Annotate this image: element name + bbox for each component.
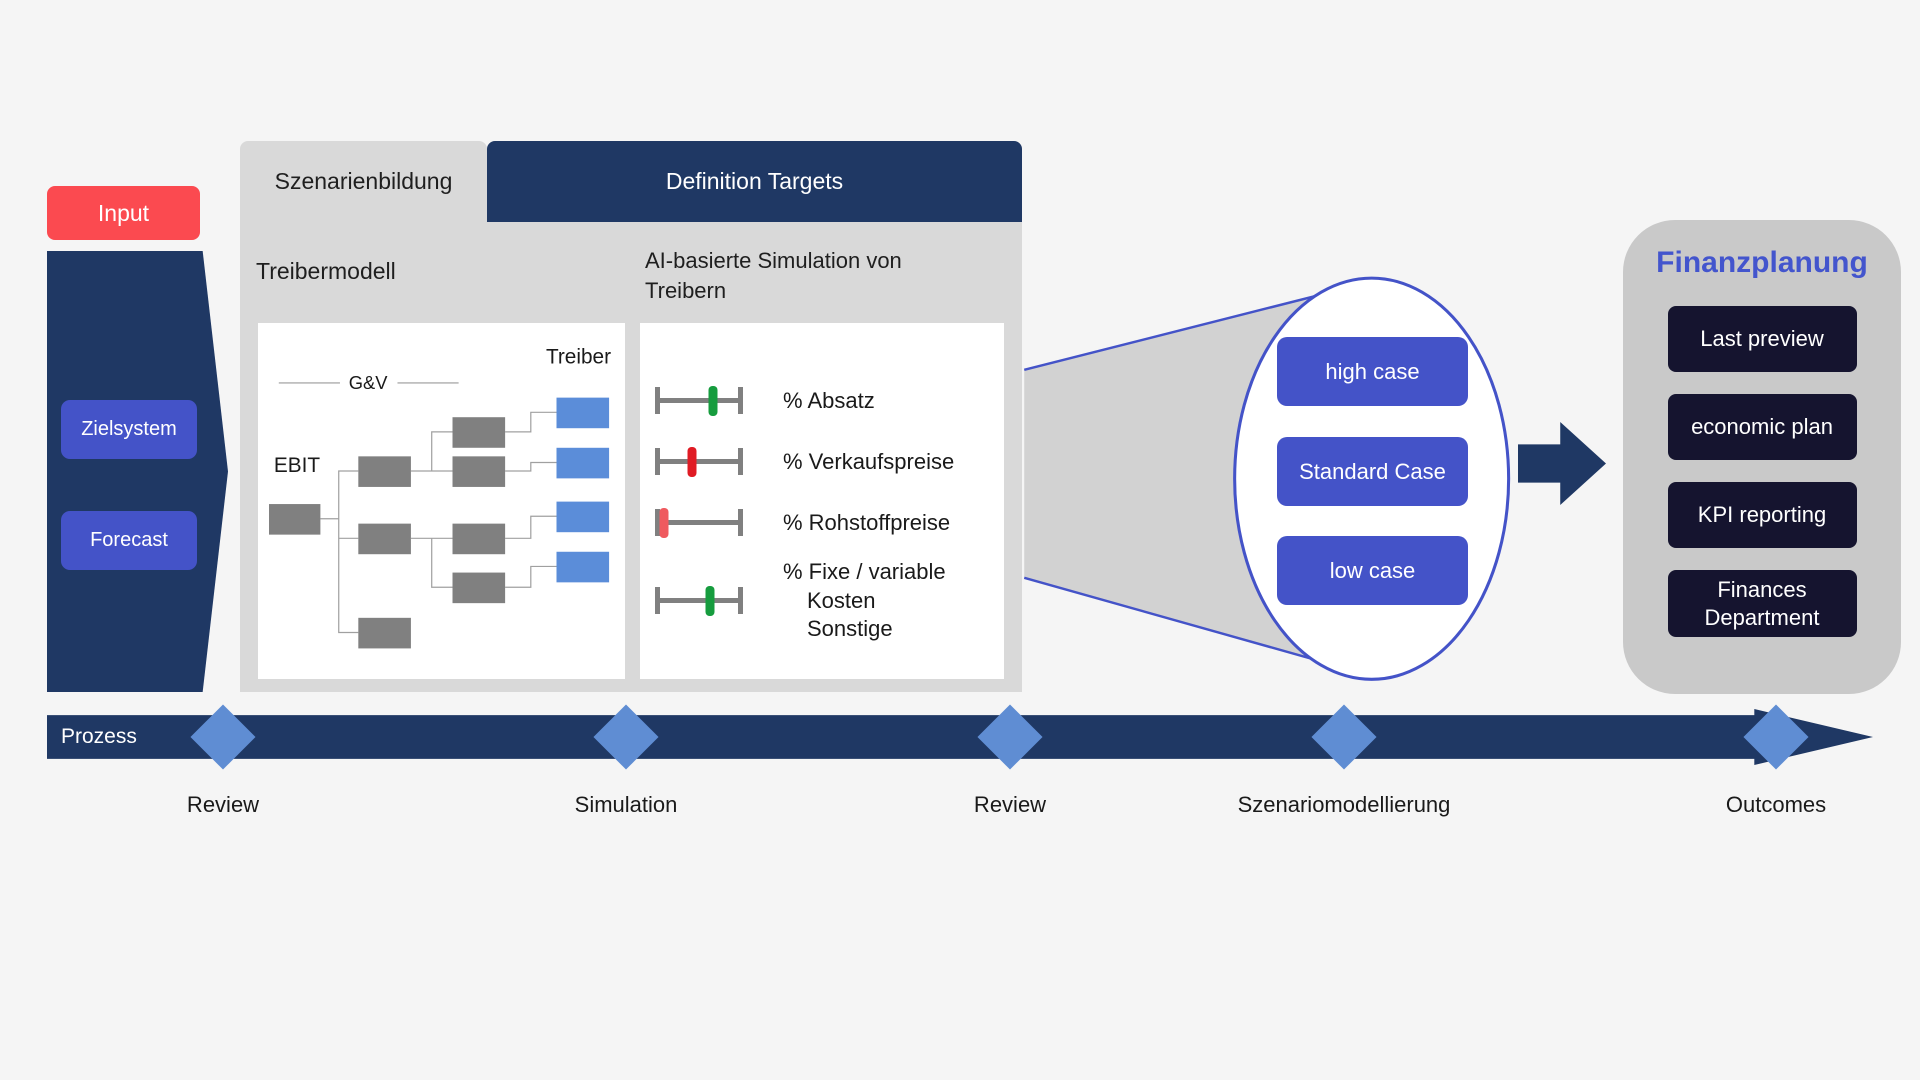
right-arrow-shape (1518, 422, 1606, 505)
milestone-label: Simulation (574, 792, 678, 817)
treibermodell-title: Treibermodell (256, 258, 396, 284)
process-label: Prozess (61, 725, 137, 748)
ebit-label: EBIT (274, 454, 320, 477)
driver-tree-box: Treiber G&V EBIT (258, 323, 625, 679)
input-label-box: Input (47, 186, 200, 240)
simulation-row-label: % Absatz (783, 387, 875, 413)
milestone-label: Review (186, 792, 260, 817)
range-slider-icon (655, 507, 743, 539)
slider-marker (708, 386, 718, 416)
high-case-box: high case (1277, 337, 1468, 406)
standard-case-box: Standard Case (1277, 437, 1468, 506)
economic-plan-box: economic plan (1667, 394, 1857, 460)
milestone-diamond-icon (1311, 704, 1377, 770)
simulation-row: % Absatz (655, 379, 996, 423)
milestone-diamond-icon (190, 704, 256, 770)
finanzplanung-card: Finanzplanung Last preview economic plan… (1623, 220, 1901, 694)
blue-driver-nodes (556, 397, 610, 583)
slider-marker (659, 508, 669, 538)
range-slider-icon (655, 385, 743, 417)
range-slider-icon (655, 446, 743, 478)
finanzplanung-title: Finanzplanung (1656, 246, 1868, 279)
tab-definition-targets: Definition Targets (487, 141, 1022, 222)
finances-department-box: Finances Department (1667, 570, 1857, 637)
simulation-row-label: % Rohstoffpreise (783, 509, 951, 535)
simulation-box: % Absatz % Verkaufspreise % Rohstoffprei… (640, 323, 1004, 679)
simulation-row: % Fixe / variable Kosten Sonstige (655, 555, 996, 647)
simulation-row-label: % Fixe / variable Kosten Sonstige (783, 558, 996, 644)
milestone-diamond-icon (977, 704, 1043, 770)
simulation-row: % Rohstoffpreise (655, 501, 996, 545)
simulation-title: AI-basierte Simulation von Treibern (645, 248, 902, 303)
kpi-reporting-box: KPI reporting (1667, 482, 1857, 548)
treiber-column-header: Treiber (546, 345, 611, 368)
simulation-row: % Verkaufspreise (655, 440, 996, 484)
forecast-box: Forecast (61, 511, 197, 570)
slider-marker (705, 586, 715, 616)
tab-szenarienbildung: Szenarienbildung (240, 141, 487, 222)
szenarienbildung-panel: Treibermodell AI-basierte Simulation von… (240, 222, 1022, 692)
milestone-label: Review (973, 792, 1047, 817)
slider-marker (687, 447, 697, 477)
driver-tree-diagram: Treiber G&V EBIT (269, 345, 611, 649)
simulation-row-label: % Verkaufspreise (783, 448, 955, 474)
zielsystem-box: Zielsystem (61, 400, 197, 459)
gv-group-label: G&V (349, 372, 389, 393)
process-arrow-bar: Prozess (47, 709, 1873, 765)
gray-tree-nodes (269, 417, 506, 649)
milestone-diamond-icon (593, 704, 659, 770)
milestone-label: Outcomes (1725, 792, 1827, 817)
simulation-row-sublabel: Sonstige (807, 616, 893, 642)
milestone-label: Szenariomodellierung (1237, 792, 1451, 817)
range-slider-icon (655, 585, 743, 617)
low-case-box: low case (1277, 536, 1468, 605)
milestone-diamond-icon (1743, 704, 1809, 770)
last-preview-box: Last preview (1667, 306, 1857, 372)
input-container-shape: Zielsystem Forecast (47, 251, 228, 692)
